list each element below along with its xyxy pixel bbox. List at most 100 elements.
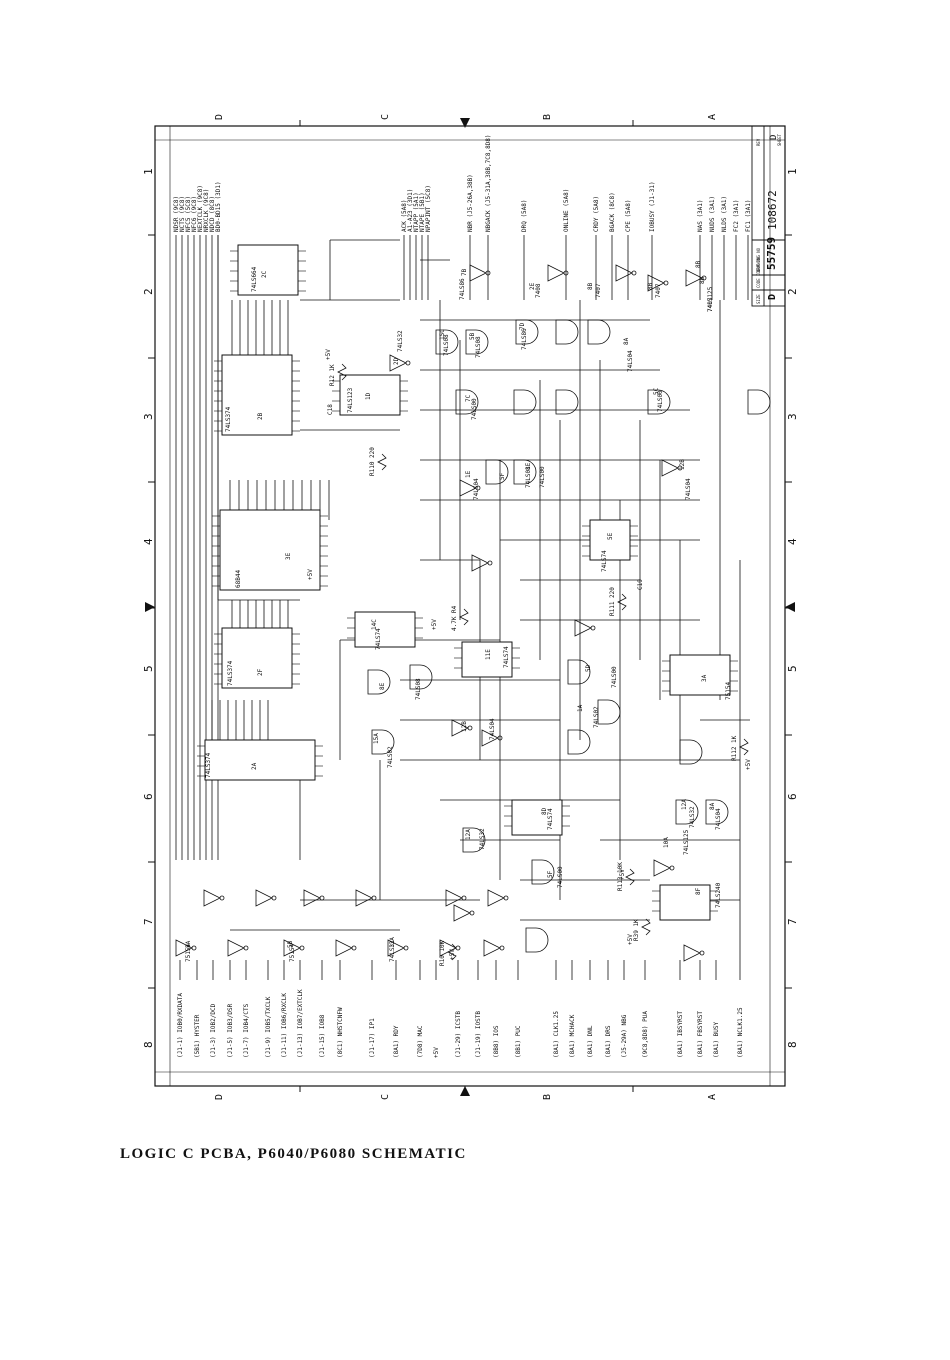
title-drawing-no: 55759 xyxy=(765,237,778,270)
left-signal: (J1-1) IOB0/RXDATA xyxy=(177,993,184,1058)
buffer-gate-bubble xyxy=(219,895,225,901)
top-signal: NTAPE (5B1) xyxy=(419,192,426,232)
buffer-gate-bubble xyxy=(191,945,197,951)
part-label: 75154 xyxy=(185,944,192,962)
buffer-gate-bubble xyxy=(271,895,277,901)
logic-gate xyxy=(679,739,703,765)
logic-gate xyxy=(531,859,555,885)
drawing-frame xyxy=(154,125,786,1087)
center-arrow-left xyxy=(145,602,155,612)
top-signal: NFC6 (9C8) xyxy=(191,196,198,232)
buffer-gate xyxy=(483,939,501,957)
zone-left-5: 5 xyxy=(142,665,155,672)
buffer-gate xyxy=(303,889,321,907)
zone-bottom-C: C xyxy=(380,1094,391,1100)
part-label: 74LS04 xyxy=(489,718,496,740)
left-signal: (8A1) DNL xyxy=(587,1025,594,1058)
top-signal: NDSR (9C8) xyxy=(173,196,180,232)
title-size: D xyxy=(767,294,778,300)
buffer-gate-bubble xyxy=(590,625,596,631)
buffer-gate xyxy=(203,889,221,907)
left-signal: (J1-5) IOB3/DSR xyxy=(227,1003,234,1058)
zone-right-7: 7 xyxy=(786,918,799,925)
part-label: 5D xyxy=(585,664,592,672)
zone-top-A: A xyxy=(707,114,718,120)
left-signal: (J1-13) IOB7/EXTCLK xyxy=(297,989,304,1058)
buffer-gate xyxy=(453,904,471,922)
logic-gate xyxy=(462,827,486,853)
zone-left-6: 6 xyxy=(142,793,155,800)
top-signal: NDCD (8C8) xyxy=(209,196,216,232)
left-signal: (J5-29A) NBG xyxy=(621,1014,628,1058)
part-label: 74LS125 xyxy=(683,829,690,855)
buffer-gate-bubble xyxy=(699,950,705,956)
part-label: 1A xyxy=(577,704,584,712)
logic-gate xyxy=(597,699,621,725)
capacitor-label: C19 xyxy=(637,579,644,590)
part-label: 74LS32 xyxy=(689,806,696,828)
part-label: 74LS240 xyxy=(715,882,722,908)
buffer-gate xyxy=(335,939,353,957)
chip-74ls374-2b xyxy=(221,354,293,436)
center-arrow-top xyxy=(460,118,470,128)
buffer-gate xyxy=(387,939,405,957)
resistor-symbol xyxy=(377,453,387,471)
top-signal: NCTS (9C8) xyxy=(179,196,186,232)
part-label: 2B xyxy=(257,412,264,420)
buffer-gate-bubble xyxy=(461,895,467,901)
buffer-gate xyxy=(255,889,273,907)
part-label: 5F xyxy=(499,472,506,480)
left-signal: (J1-29) ICSTB xyxy=(455,1011,462,1058)
buffer-gate xyxy=(355,889,373,907)
part-label: 74LS32 xyxy=(397,330,404,352)
buffer-gate-bubble xyxy=(351,945,357,951)
part-label: 74LS08 xyxy=(475,336,482,358)
logic-gate xyxy=(371,729,395,755)
buffer-gate-bubble xyxy=(455,945,461,951)
left-signal: (8A1) DRS xyxy=(605,1025,612,1058)
logic-gate xyxy=(647,389,671,415)
buffer-gate xyxy=(471,554,489,572)
chip-74ls374-2a xyxy=(204,739,316,781)
chip-68b44 xyxy=(219,509,321,591)
zone-bottom-A: A xyxy=(707,1094,718,1100)
buffer-gate-bubble xyxy=(563,270,569,276)
resistor-label: R12 1K xyxy=(329,364,336,386)
buffer-gate xyxy=(389,354,407,372)
top-signal: CRDY (5A8) xyxy=(593,196,600,232)
part-label: 10A xyxy=(663,837,670,848)
zone-bottom-B: B xyxy=(542,1094,553,1100)
zone-right-5: 5 xyxy=(786,665,799,672)
left-signal: (J1-3) IOB2/DCD xyxy=(210,1003,217,1058)
chips xyxy=(197,244,738,921)
part-label: 2D xyxy=(393,357,400,365)
part-label: 74LS125 xyxy=(707,286,714,312)
chip-74ls664 xyxy=(237,244,299,296)
part-label: 11E xyxy=(485,649,492,660)
part-label: 74LS02 xyxy=(593,706,600,728)
chip-74ls74-5e xyxy=(589,519,631,561)
part-label: 8B xyxy=(587,282,594,290)
part-label: 74LS00 xyxy=(611,666,618,688)
resistor-label: R110 220 xyxy=(369,447,376,476)
resistor-label: R10 10K xyxy=(439,940,446,966)
resistor-symbol xyxy=(337,363,347,381)
left-signal: (8A1) IBSYRST xyxy=(677,1011,684,1058)
buffer-gate xyxy=(487,889,505,907)
chip-74ls74-5e-left xyxy=(354,611,416,648)
logic-gate xyxy=(455,389,479,415)
buffer-gate xyxy=(615,264,633,282)
part-label: 7407 xyxy=(707,297,714,312)
power-label: +5V xyxy=(745,759,752,770)
zone-left-8: 8 xyxy=(142,1041,155,1048)
logic-gate xyxy=(513,389,537,415)
chip-74ls374-2f xyxy=(221,627,293,689)
logic-gate xyxy=(567,729,591,755)
logic-gate xyxy=(705,799,729,825)
logic-gate xyxy=(555,389,579,415)
part-label: 8E xyxy=(379,682,386,690)
chip-74ls74-8d xyxy=(511,799,563,836)
power-label: +5V xyxy=(449,949,456,960)
buffer-gate-bubble xyxy=(371,895,377,901)
